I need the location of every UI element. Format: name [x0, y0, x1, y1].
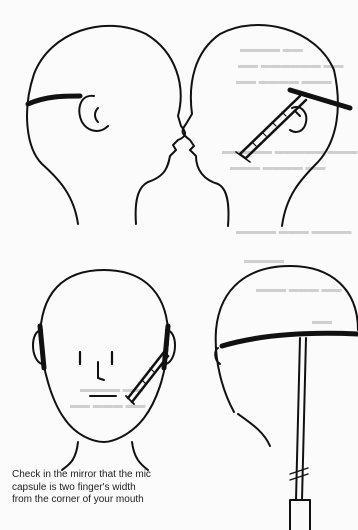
ear-cup-left-drawing	[33, 326, 44, 368]
ear-right-drawing	[290, 107, 306, 132]
cable-drawing	[290, 338, 310, 530]
caption-line: from the corner of your mouth	[12, 494, 202, 507]
ear-drawing	[79, 96, 108, 131]
boom-mic-drawing	[236, 96, 306, 162]
head-back-drawing	[216, 266, 358, 446]
caption-line: capsule is two finger's width	[12, 482, 202, 495]
ear-cup-right-drawing	[164, 326, 175, 368]
head-profile-left-drawing	[183, 25, 338, 226]
head-profile-right-drawing	[27, 26, 185, 224]
headset-band-drawing	[28, 96, 80, 104]
caption-line: Check in the mirror that the mic	[12, 469, 202, 482]
back-band-drawing	[215, 333, 358, 364]
instruction-caption: Check in the mirror that the mic capsule…	[12, 469, 202, 507]
face-features-drawing	[80, 352, 116, 396]
